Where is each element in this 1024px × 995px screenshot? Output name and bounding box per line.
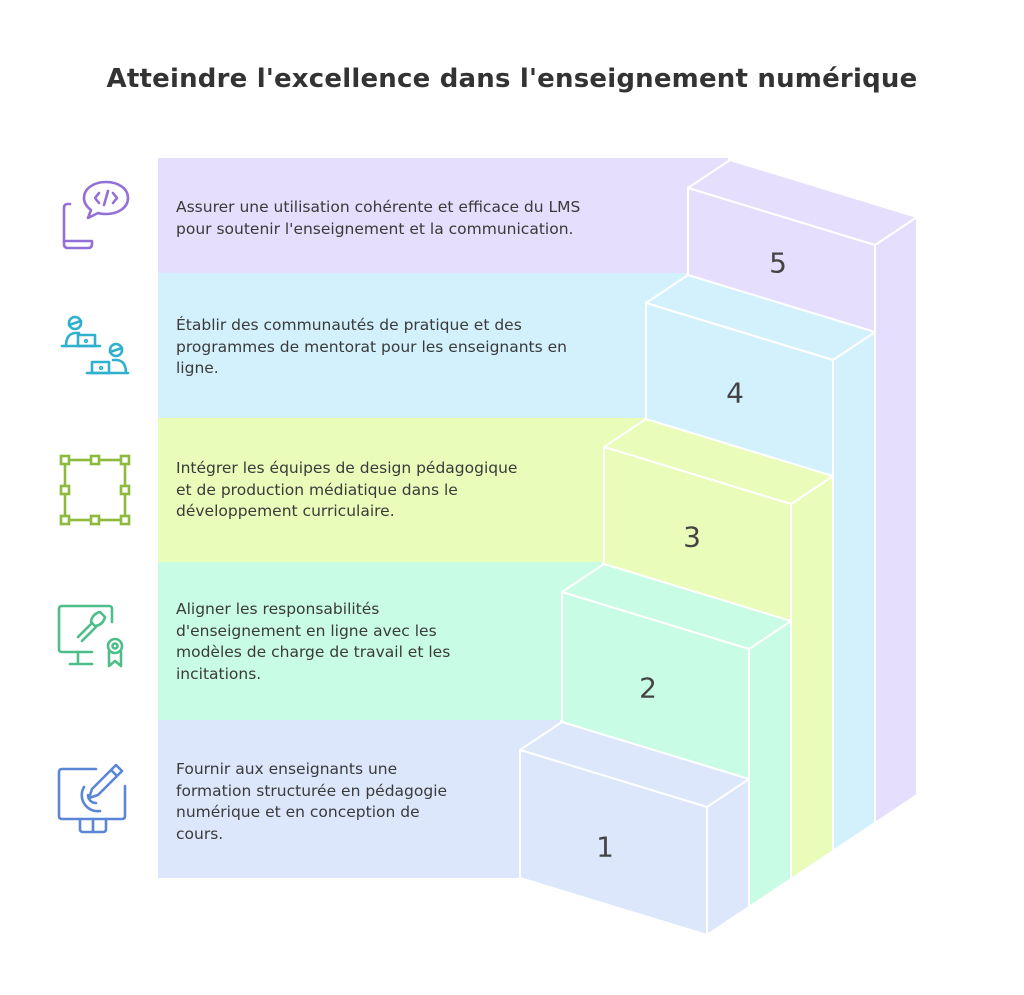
step-1-front-face <box>519 749 708 936</box>
text-line: modèles de charge de travail et les <box>176 643 451 661</box>
step-5-side-face <box>874 216 918 824</box>
diagram-title: Atteindre l'excellence dans l'enseigneme… <box>106 64 918 94</box>
text-line: formation structurée en pédagogie <box>176 781 448 800</box>
step-4-side-face <box>832 331 876 852</box>
digital-drawing-tablet-icon <box>57 763 127 834</box>
step-5-number: 5 <box>769 246 787 280</box>
text-line: Établir des communautés de pratique et d… <box>176 316 522 334</box>
text-line: d'enseignement en ligne avec les <box>176 621 437 640</box>
mobile-code-chat-icon <box>62 180 130 250</box>
step-3-number: 3 <box>683 520 701 554</box>
step-5-description: Assurer une utilisation cohérente et eff… <box>176 197 580 240</box>
step-2-band <box>158 562 602 720</box>
text-line: et de production médiatique dans le <box>176 480 458 499</box>
step-2-description: Aligner les responsabilités d'enseigneme… <box>176 599 450 685</box>
people-laptops-icon <box>60 315 130 375</box>
step-1-band <box>158 720 560 878</box>
text-line: Assurer une utilisation cohérente et eff… <box>176 198 581 216</box>
selection-frame-icon <box>59 454 131 526</box>
step-1-number: 1 <box>596 830 614 864</box>
step-1-description: Fournir aux enseignants une formation st… <box>176 759 447 845</box>
text-line: Intégrer les équipes de design pédagogiq… <box>176 459 518 477</box>
step-2-number: 2 <box>639 671 657 705</box>
text-line: numérique et en conception de <box>176 803 420 821</box>
text-line: incitations. <box>176 664 262 683</box>
step-4-description: Établir des communautés de pratique et d… <box>176 315 567 380</box>
text-line: Aligner les responsabilités <box>176 600 380 618</box>
text-line: Fournir aux enseignants une <box>176 760 398 778</box>
text-line: programmes de mentorat pour les enseigna… <box>176 337 567 356</box>
text-line: pour soutenir l'enseignement et la commu… <box>176 219 574 238</box>
monitor-brush-award-icon <box>57 604 124 668</box>
step-4-number: 4 <box>726 376 744 410</box>
step-3-band <box>158 418 644 562</box>
step-5-band <box>158 158 728 273</box>
step-2-side-face <box>748 620 792 908</box>
step-3-side-face <box>790 475 834 880</box>
text-line: développement curriculaire. <box>176 502 395 520</box>
step-3-description: Intégrer les équipes de design pédagogiq… <box>176 458 517 523</box>
text-line: cours. <box>176 824 224 843</box>
text-line: ligne. <box>176 359 219 377</box>
step-4-band <box>158 273 686 418</box>
